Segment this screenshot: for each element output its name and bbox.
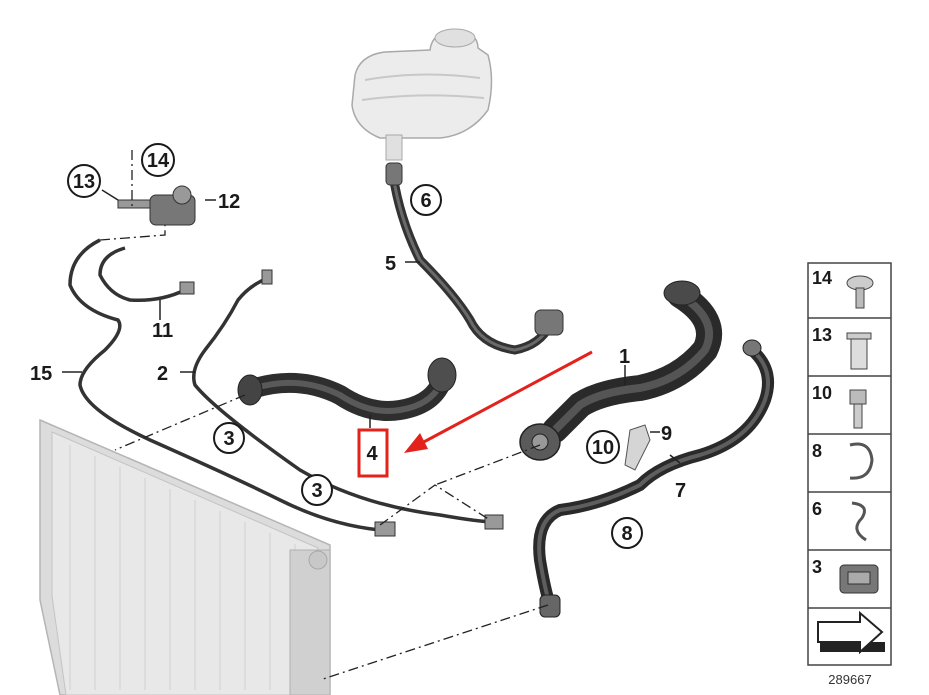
callout-13: 13 (67, 164, 101, 198)
legend-direction-arrow-icon (817, 610, 885, 655)
svg-text:9: 9 (661, 423, 672, 445)
callout-15: 15 (30, 363, 52, 385)
callout-11: 11 (152, 320, 173, 342)
label-leaders (62, 189, 681, 464)
svg-text:4: 4 (366, 443, 378, 465)
legend-item-3: 3 (812, 557, 879, 594)
svg-text:1: 1 (619, 346, 630, 368)
svg-text:10: 10 (592, 437, 614, 459)
hose-4 (237, 357, 457, 421)
svg-text:13: 13 (73, 171, 95, 193)
bracket-9 (624, 424, 651, 471)
callout-10: 10 (586, 430, 620, 464)
svg-text:15: 15 (30, 363, 52, 385)
parts-legend: 14 13 10 8 6 3 (807, 262, 892, 666)
svg-text:5: 5 (385, 253, 396, 275)
hose-1-connector (519, 423, 561, 461)
radiator (39, 418, 331, 695)
callout-3b: 3 (301, 474, 333, 506)
svg-text:14: 14 (812, 268, 832, 288)
svg-text:13: 13 (812, 325, 832, 345)
line-2 (192, 269, 496, 524)
valve-12 (117, 185, 196, 226)
svg-text:8: 8 (812, 441, 822, 461)
svg-text:7: 7 (675, 480, 686, 502)
svg-text:8: 8 (621, 523, 632, 545)
legend-item-13: 13 (812, 325, 872, 370)
callout-3a: 3 (213, 422, 245, 454)
legend-item-14: 14 (812, 268, 874, 309)
svg-text:6: 6 (420, 190, 431, 212)
svg-text:2: 2 (157, 363, 168, 385)
callout-12: 12 (218, 191, 240, 213)
callout-4-highlighted: 4 (357, 428, 389, 478)
hose-7 (533, 339, 774, 618)
callout-7: 7 (675, 480, 686, 502)
expansion-tank (351, 28, 493, 161)
red-arrow (404, 350, 593, 453)
diagram-id: 289667 (828, 672, 871, 687)
leader-lines (99, 150, 549, 681)
hose-5 (385, 162, 564, 355)
callout-8: 8 (611, 517, 643, 549)
svg-text:3: 3 (311, 480, 322, 502)
callout-2: 2 (157, 363, 168, 385)
callout-6: 6 (410, 184, 442, 216)
hose-1 (519, 280, 722, 461)
svg-text:10: 10 (812, 383, 832, 403)
callout-9: 9 (661, 423, 672, 445)
callout-5: 5 (385, 253, 396, 275)
callout-1: 1 (619, 346, 630, 368)
legend-item-6: 6 (812, 499, 867, 542)
legend-item-8: 8 (812, 441, 874, 480)
line-15 (68, 238, 504, 537)
svg-text:3: 3 (812, 557, 822, 577)
svg-text:12: 12 (218, 191, 240, 213)
svg-text:14: 14 (147, 150, 170, 172)
callout-14: 14 (141, 143, 175, 177)
line-11 (98, 246, 195, 303)
svg-text:6: 6 (812, 499, 822, 519)
svg-text:11: 11 (152, 320, 173, 342)
svg-text:3: 3 (223, 428, 234, 450)
legend-item-10: 10 (812, 383, 867, 429)
